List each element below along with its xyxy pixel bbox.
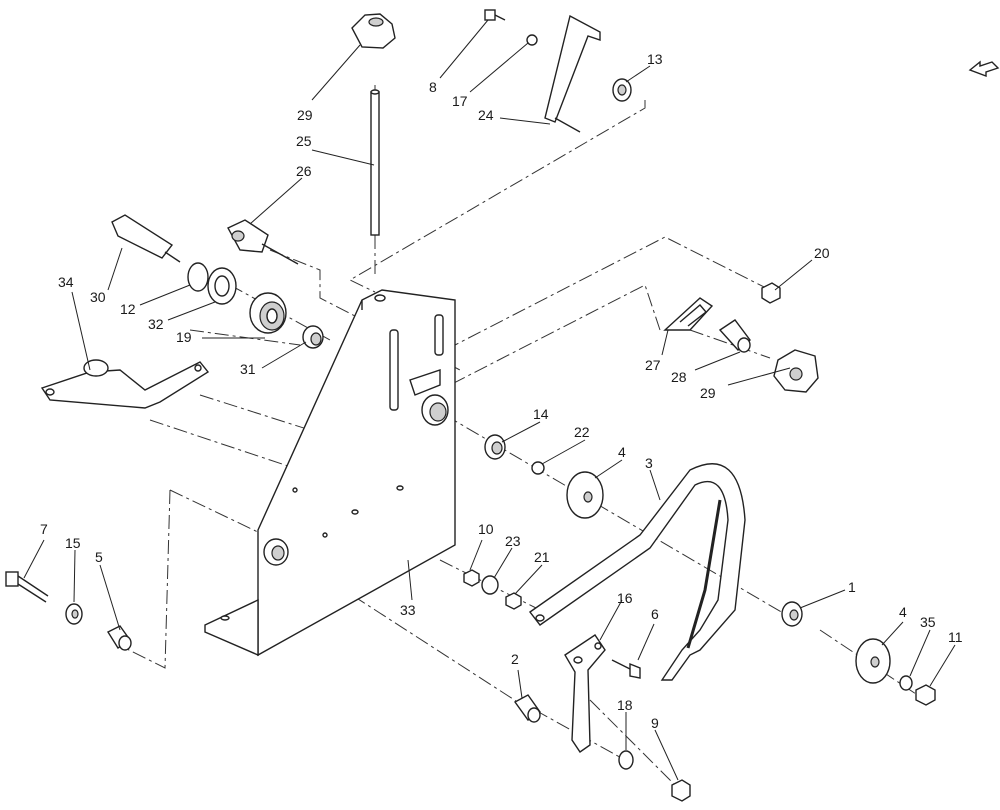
bolt-8 xyxy=(484,9,506,21)
washer-17 xyxy=(526,34,538,46)
callout-21: 21 xyxy=(534,549,550,565)
lever-24 xyxy=(544,14,601,133)
spacer-2 xyxy=(513,694,541,723)
callout-26: 26 xyxy=(296,163,312,179)
callout-5: 5 xyxy=(95,549,103,565)
shaft-25 xyxy=(370,89,380,236)
callout-24: 24 xyxy=(478,107,494,123)
callout-25: 25 xyxy=(296,133,312,149)
bolt-7 xyxy=(5,571,49,603)
callout-11: 11 xyxy=(948,629,963,645)
callout-16: 16 xyxy=(617,590,633,606)
callout-14: 14 xyxy=(533,406,549,422)
callouts: 1 2 3 4 4 5 6 7 8 9 10 11 12 13 14 15 16… xyxy=(40,51,963,731)
washer-22 xyxy=(531,461,545,475)
pin-26 xyxy=(227,219,299,265)
disc-4-left xyxy=(566,471,604,519)
bracket-27 xyxy=(663,297,714,331)
callout-9: 9 xyxy=(651,715,659,731)
callout-20: 20 xyxy=(814,245,830,261)
callout-8: 8 xyxy=(429,79,437,95)
assembly-axis-lines xyxy=(124,85,926,791)
bracket-plate-33 xyxy=(204,289,456,657)
washer-23 xyxy=(481,575,499,595)
washer-18 xyxy=(618,750,634,770)
washer-15 xyxy=(65,603,83,625)
callout-30: 30 xyxy=(90,289,106,305)
nut-11 xyxy=(915,684,936,706)
callout-2: 2 xyxy=(511,651,519,667)
snap-ring-12 xyxy=(187,262,209,292)
callout-23: 23 xyxy=(505,533,521,549)
washer-35 xyxy=(899,675,913,691)
knob-29-top xyxy=(351,13,396,49)
callout-1: 1 xyxy=(848,579,856,595)
callout-6: 6 xyxy=(651,606,659,622)
disc-4-right xyxy=(855,638,891,684)
callout-32: 32 xyxy=(148,316,164,332)
callout-29b: 29 xyxy=(700,385,716,401)
callout-34: 34 xyxy=(58,274,74,290)
spacer-5 xyxy=(106,625,132,651)
callout-31: 31 xyxy=(240,361,256,377)
callout-27: 27 xyxy=(645,357,661,373)
callout-7: 7 xyxy=(40,521,48,537)
bracket-bushing xyxy=(421,394,449,426)
washer-32 xyxy=(207,267,237,305)
pulley-19 xyxy=(249,292,287,334)
callout-12: 12 xyxy=(120,301,136,317)
callout-13: 13 xyxy=(647,51,663,67)
leader-lines xyxy=(23,19,956,781)
callout-29a: 29 xyxy=(297,107,313,123)
washer-13 xyxy=(612,78,632,102)
nut-9 xyxy=(671,779,691,802)
knob-29-right xyxy=(773,349,819,393)
bushing-31 xyxy=(302,325,324,349)
shaft-30 xyxy=(111,214,181,263)
callout-18: 18 xyxy=(617,697,633,713)
arm-3 xyxy=(528,463,746,681)
callout-17: 17 xyxy=(452,93,468,109)
callout-22: 22 xyxy=(574,424,590,440)
callout-4b: 4 xyxy=(899,604,907,620)
callout-4a: 4 xyxy=(618,444,626,460)
bolt-6 xyxy=(611,659,641,679)
callout-19: 19 xyxy=(176,329,192,345)
lever-16 xyxy=(564,634,606,753)
callout-35: 35 xyxy=(920,614,936,630)
bearing-14 xyxy=(484,434,506,460)
lever-34 xyxy=(40,359,210,409)
nut-20 xyxy=(761,282,781,304)
callout-3: 3 xyxy=(645,455,653,471)
spacer-28 xyxy=(718,319,751,353)
washer-1 xyxy=(781,601,803,627)
nut-10 xyxy=(463,569,480,587)
callout-10: 10 xyxy=(478,521,494,537)
arrow-left-outline-icon xyxy=(968,60,1000,78)
callout-15: 15 xyxy=(65,535,81,551)
bracket-bushing-lower xyxy=(263,538,289,566)
nut-21 xyxy=(505,592,522,610)
callout-28: 28 xyxy=(671,369,687,385)
callout-33: 33 xyxy=(400,602,416,618)
